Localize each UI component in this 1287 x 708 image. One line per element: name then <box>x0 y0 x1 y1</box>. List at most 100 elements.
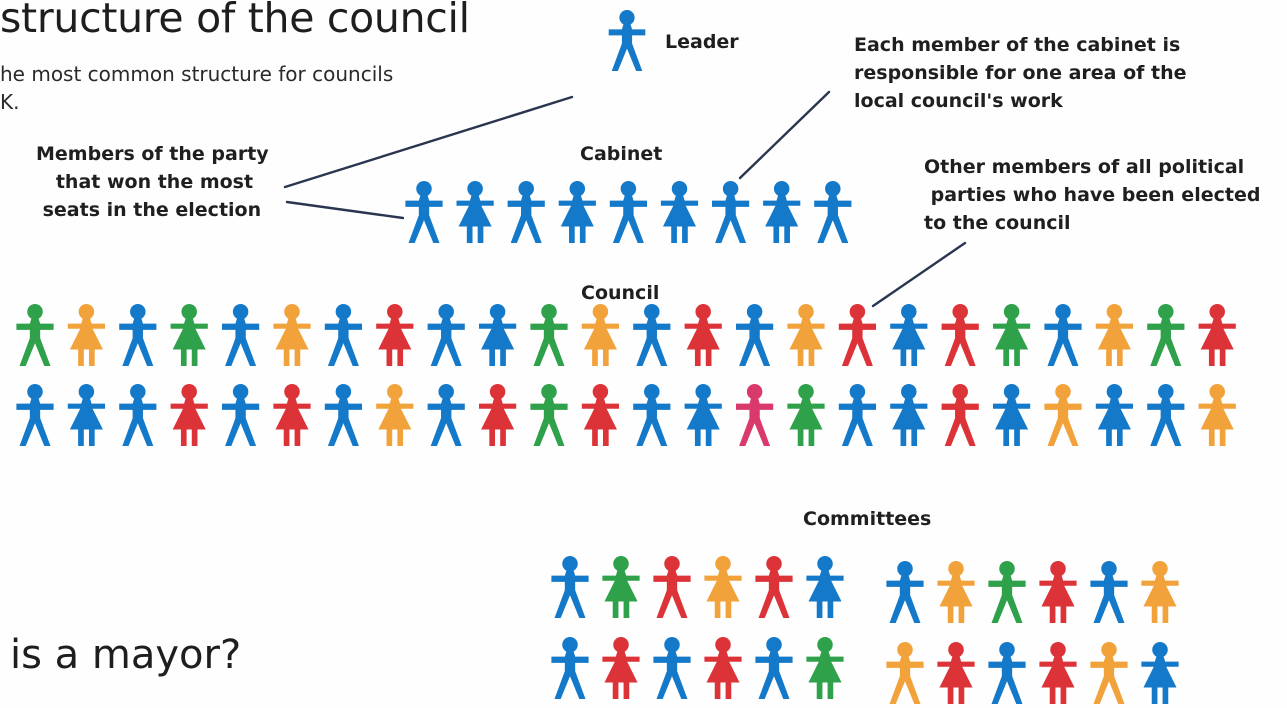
green-woman-figure <box>993 304 1031 366</box>
cabinet-figures <box>405 181 852 243</box>
blue-man-figure <box>405 181 443 243</box>
intro-text: he most common structure for councils K. <box>0 62 394 114</box>
red-woman-figure <box>479 384 517 446</box>
orange-woman-figure <box>937 561 975 623</box>
cabinet-note-line <box>738 90 831 180</box>
council-row-1-figures <box>16 304 1236 366</box>
pink-man-figure <box>736 384 774 446</box>
orange-man-figure <box>1090 642 1128 704</box>
blue-man-figure <box>755 637 793 699</box>
green-woman-figure <box>602 556 640 618</box>
blue-man-figure <box>633 384 671 446</box>
pointer-lines <box>283 90 967 308</box>
committee-1-row-2-figures <box>551 637 844 699</box>
green-woman-figure <box>806 637 844 699</box>
green-man-figure <box>988 561 1026 623</box>
orange-woman-figure <box>376 384 414 446</box>
committees-label: Committees <box>803 508 932 530</box>
blue-man-figure <box>814 181 852 243</box>
blue-woman-figure <box>479 304 517 366</box>
orange-woman-figure <box>1198 384 1236 446</box>
blue-man-figure <box>608 10 646 71</box>
green-woman-figure <box>787 384 825 446</box>
council-row-2-figures <box>16 384 1236 446</box>
party-members-note: Members of the party that won the most s… <box>36 143 269 221</box>
blue-woman-figure <box>660 181 699 243</box>
green-man-figure <box>16 304 54 366</box>
blue-woman-figure <box>684 384 722 446</box>
blue-man-figure <box>551 556 589 618</box>
blue-man-figure <box>988 642 1026 704</box>
orange-woman-figure <box>1095 304 1133 366</box>
blue-man-figure <box>1044 304 1082 366</box>
blue-woman-figure <box>67 384 105 446</box>
red-man-figure <box>653 556 691 618</box>
blue-woman-figure <box>993 384 1031 446</box>
leader-figure-group <box>608 10 646 71</box>
committee-1-row-1-figures <box>551 556 844 618</box>
red-woman-figure <box>273 384 311 446</box>
orange-man-figure <box>886 642 924 704</box>
blue-woman-figure <box>1141 642 1179 704</box>
cabinet-label: Cabinet <box>580 143 663 165</box>
blue-man-figure <box>653 637 691 699</box>
blue-man-figure <box>119 304 157 366</box>
red-woman-figure <box>1039 642 1077 704</box>
green-man-figure <box>530 304 568 366</box>
orange-woman-figure <box>581 304 619 366</box>
page-title: structure of the council <box>0 0 470 42</box>
blue-man-figure <box>16 384 54 446</box>
blue-man-figure <box>712 181 750 243</box>
blue-man-figure <box>222 384 260 446</box>
green-woman-figure <box>170 304 208 366</box>
red-woman-figure <box>602 637 640 699</box>
blue-man-figure <box>838 384 876 446</box>
orange-woman-figure <box>1141 561 1179 623</box>
blue-man-figure <box>609 181 647 243</box>
red-woman-figure <box>1198 304 1236 366</box>
blue-woman-figure <box>890 304 928 366</box>
committee-2-row-2-figures <box>886 642 1179 704</box>
blue-man-figure <box>119 384 157 446</box>
red-man-figure <box>941 304 979 366</box>
blue-man-figure <box>1147 384 1185 446</box>
orange-woman-figure <box>67 304 105 366</box>
blue-man-figure <box>324 304 362 366</box>
red-woman-figure <box>704 637 742 699</box>
green-man-figure <box>530 384 568 446</box>
red-woman-figure <box>684 304 722 366</box>
blue-woman-figure <box>806 556 844 618</box>
red-man-figure <box>755 556 793 618</box>
leader-label: Leader <box>665 31 739 53</box>
blue-man-figure <box>222 304 260 366</box>
orange-woman-figure <box>787 304 825 366</box>
party-note-line-to-leader <box>283 95 574 189</box>
blue-man-figure <box>427 384 465 446</box>
red-man-figure <box>838 304 876 366</box>
party-note-line-to-cabinet <box>285 200 405 220</box>
council-label: Council <box>581 282 660 304</box>
red-woman-figure <box>376 304 414 366</box>
blue-man-figure <box>507 181 545 243</box>
mayor-subheading: is a mayor? <box>10 632 242 678</box>
blue-man-figure <box>427 304 465 366</box>
blue-woman-figure <box>1095 384 1133 446</box>
red-man-figure <box>941 384 979 446</box>
red-woman-figure <box>937 642 975 704</box>
committee-2-row-1-figures <box>886 561 1179 623</box>
blue-woman-figure <box>890 384 928 446</box>
blue-man-figure <box>1090 561 1128 623</box>
orange-woman-figure <box>704 556 742 618</box>
red-woman-figure <box>170 384 208 446</box>
cabinet-members-note: Each member of the cabinet is responsibl… <box>854 34 1187 112</box>
orange-woman-figure <box>273 304 311 366</box>
blue-woman-figure <box>763 181 801 243</box>
blue-woman-figure <box>558 181 596 243</box>
blue-man-figure <box>736 304 774 366</box>
red-woman-figure <box>1039 561 1077 623</box>
green-man-figure <box>1147 304 1185 366</box>
blue-woman-figure <box>456 181 494 243</box>
council-members-note: Other members of all political parties w… <box>924 156 1261 234</box>
orange-man-figure <box>1044 384 1082 446</box>
